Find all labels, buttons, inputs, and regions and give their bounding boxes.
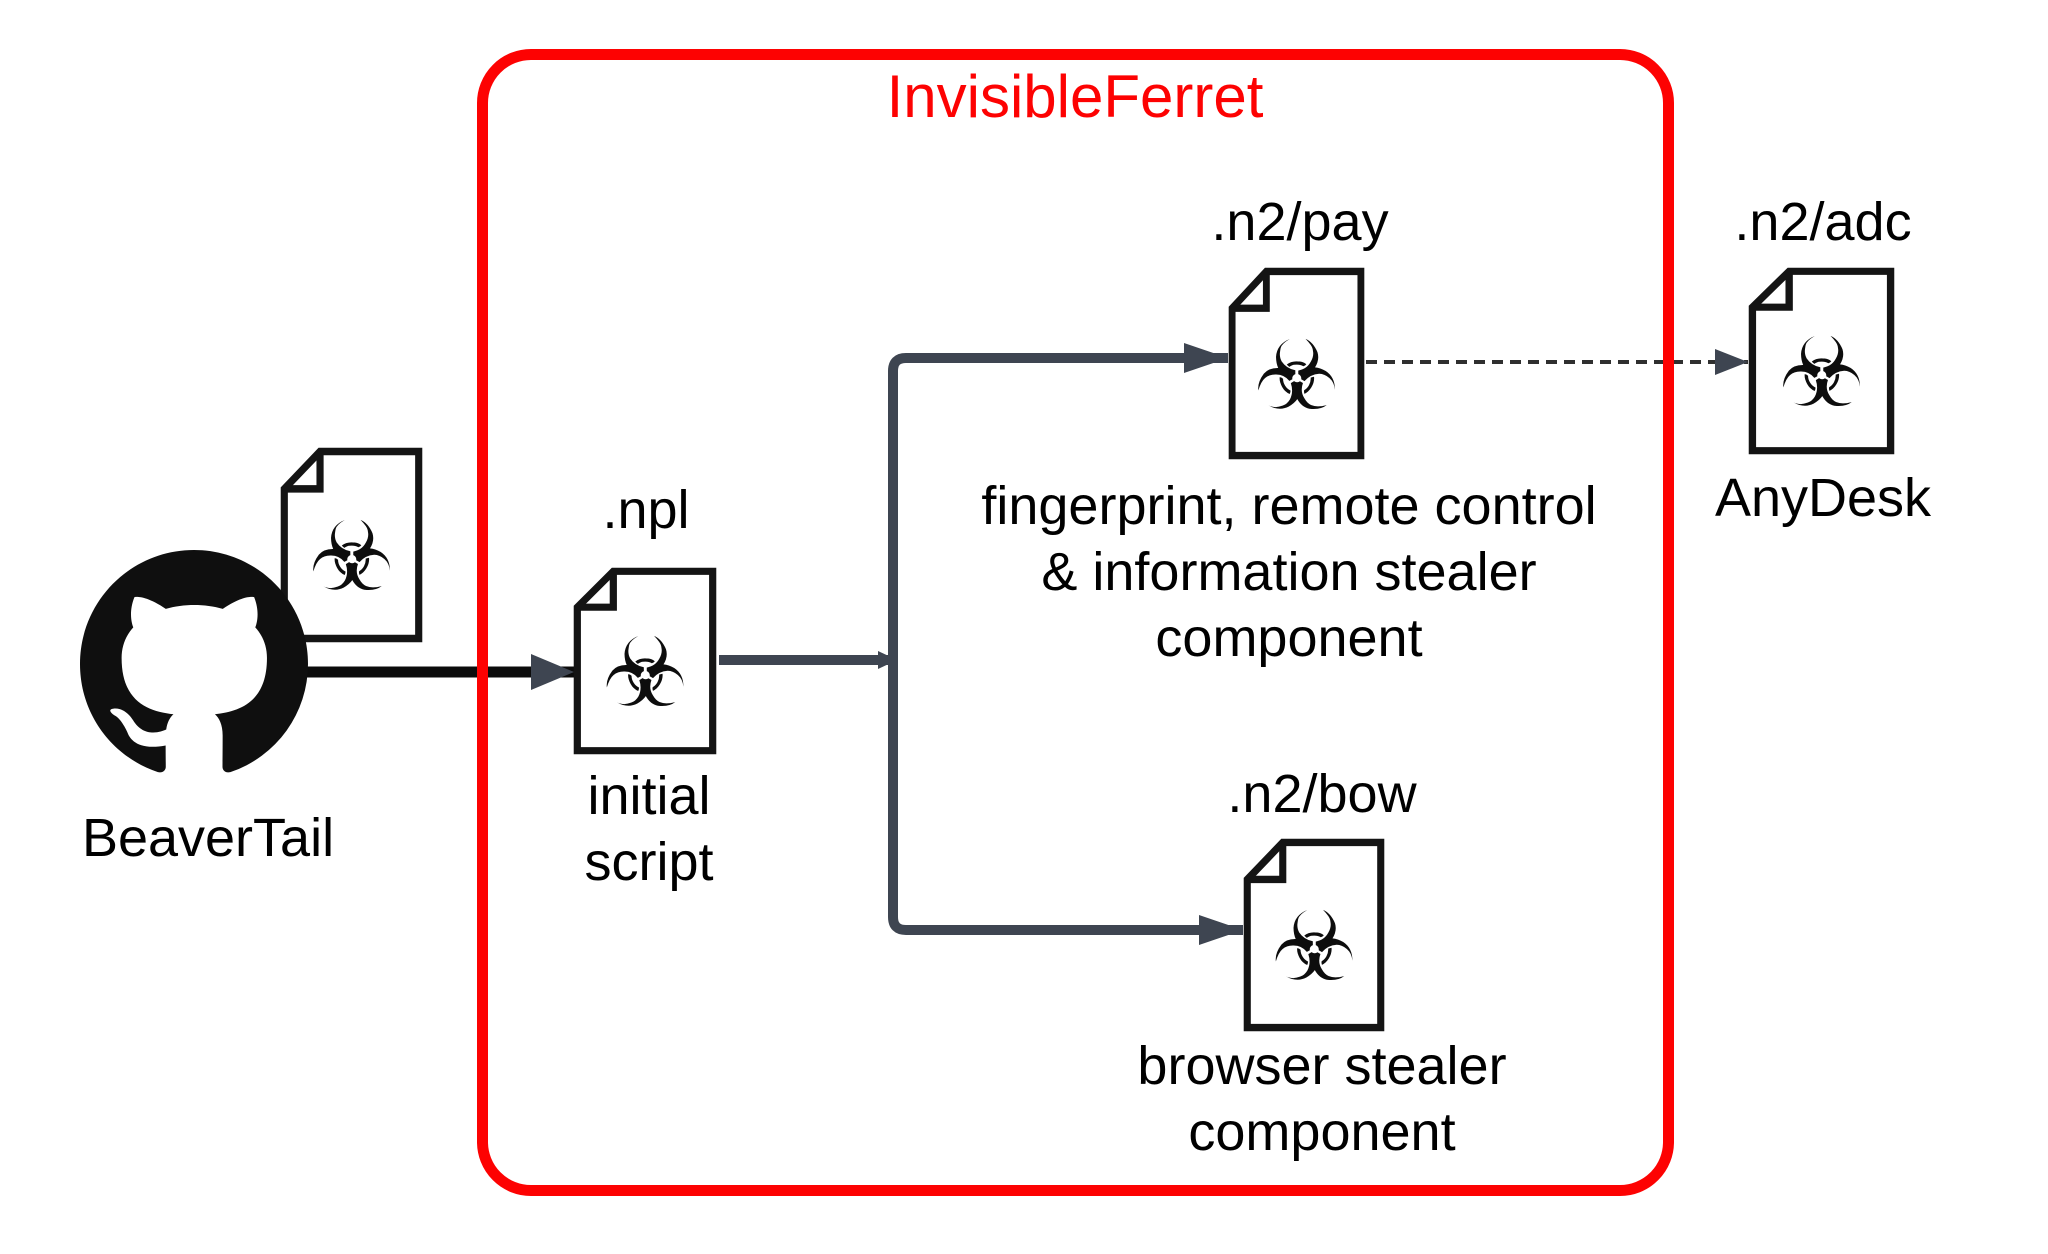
file-page-icon <box>1243 838 1385 1032</box>
malware-file-icon-bow: ☣ <box>1243 838 1385 1032</box>
bow-file-ext-label: .n2/bow <box>1227 764 1417 824</box>
invisibleferret-group-box <box>477 49 1674 1196</box>
pay-caption: fingerprint, remote control & informatio… <box>981 476 1597 668</box>
file-page-icon <box>1228 267 1365 460</box>
file-page-icon <box>573 567 717 755</box>
adc-file-ext-label: .n2/adc <box>1734 192 1912 252</box>
invisibleferret-title: InvisibleFerret <box>886 63 1264 130</box>
bow-caption: browser stealer component <box>1137 1036 1507 1162</box>
github-octocat-icon <box>80 550 308 773</box>
beavertail-label: BeaverTail <box>81 808 335 868</box>
malware-file-icon-npl: ☣ <box>573 567 717 755</box>
biohazard-icon: ☣ <box>1778 317 1865 429</box>
arrow-npl-to-pay <box>888 343 1228 665</box>
pay-file-ext-label: .n2/pay <box>1211 192 1389 252</box>
biohazard-icon: ☣ <box>308 501 395 613</box>
biohazard-icon: ☣ <box>1270 891 1358 1003</box>
npl-caption: initial script <box>584 766 714 892</box>
adc-caption: AnyDesk <box>1714 468 1932 528</box>
biohazard-icon: ☣ <box>1253 319 1340 432</box>
arrow-npl-to-bow <box>888 655 1243 945</box>
malware-file-icon-adc: ☣ <box>1748 267 1895 455</box>
biohazard-icon: ☣ <box>601 617 689 729</box>
file-page-icon <box>280 447 423 643</box>
file-page-icon <box>1748 267 1895 455</box>
npl-file-ext-label: .npl <box>602 480 690 540</box>
junction-nub-icon <box>878 651 897 669</box>
malware-file-icon-pay: ☣ <box>1228 267 1365 460</box>
malware-file-icon-github: ☣ <box>280 447 423 643</box>
